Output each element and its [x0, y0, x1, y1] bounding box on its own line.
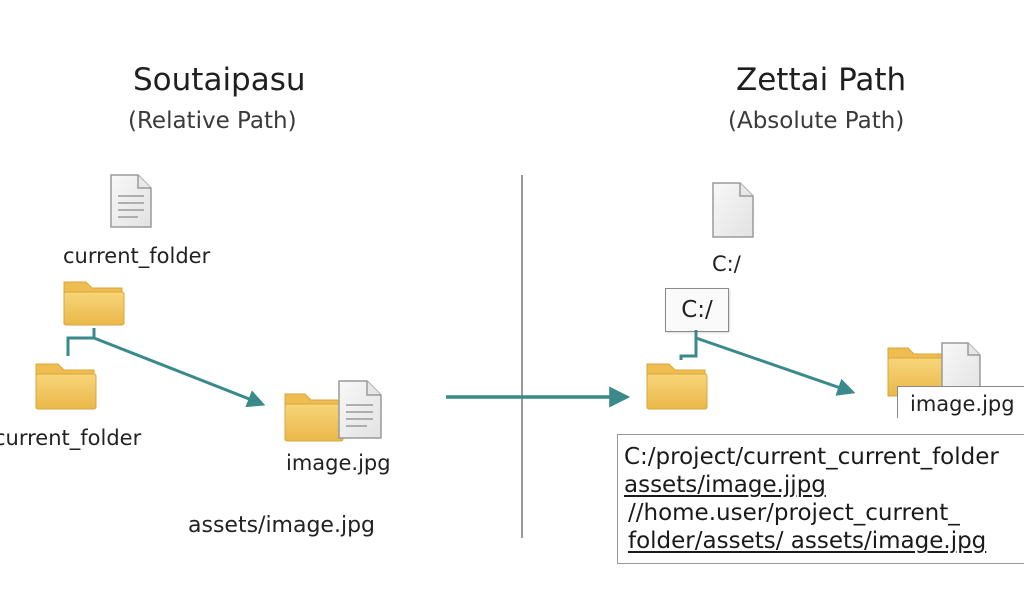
absolute-file-label: image.jpg: [897, 386, 1024, 418]
relative-file-label: image.jpg: [286, 451, 391, 475]
file-icon: [284, 380, 382, 442]
child-folder-label: current_folder: [0, 426, 142, 450]
root-drive-box: C:/: [665, 288, 729, 332]
top-folder-label: current_folder: [63, 244, 211, 268]
center-divider-arrow: [446, 175, 631, 538]
absolute-title: Zettai Path: [736, 62, 907, 98]
path-line: assets/image.jjpg: [624, 472, 826, 498]
relative-connector-arrow: [66, 328, 266, 408]
relative-title: Soutaipasu: [133, 62, 306, 98]
path-line: folder/assets/ assets/image.jpg: [628, 528, 987, 554]
document-icon: [110, 174, 152, 228]
absolute-path-box: C:/project/current_current_folder assets…: [617, 434, 1024, 564]
folder-icon: [63, 281, 125, 326]
path-line: C:/project/current_current_folder: [624, 444, 999, 470]
path-line: //home.user/project_current_: [628, 500, 960, 526]
document-icon: [712, 182, 754, 238]
folder-icon: [35, 363, 97, 410]
absolute-subtitle: (Absolute Path): [728, 108, 905, 134]
absolute-connector-arrow: [679, 330, 856, 396]
relative-subtitle: (Relative Path): [128, 108, 297, 134]
root-label: C:/: [712, 252, 741, 276]
folder-icon: [646, 363, 708, 410]
relative-path-caption: assets/image.jpg: [188, 513, 375, 538]
